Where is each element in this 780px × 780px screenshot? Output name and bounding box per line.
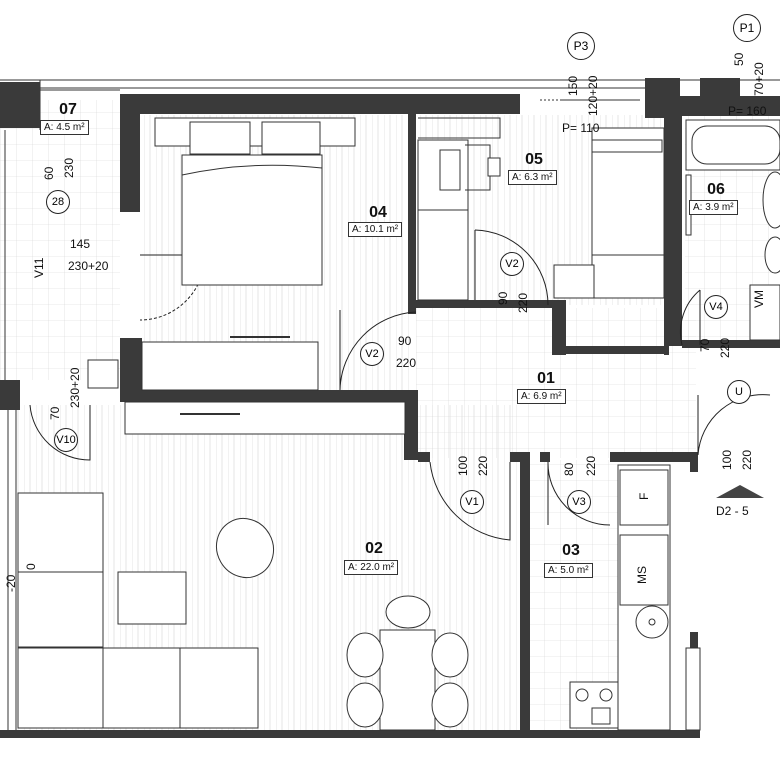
room-06-number: 06 <box>707 181 725 198</box>
door-u-tag: U <box>727 380 751 404</box>
door-v3-width: 80 <box>562 462 576 476</box>
room-06-area: A: 3.9 m² <box>689 200 738 215</box>
edge-dim-b: 0 <box>24 563 38 570</box>
door-v1-tag: V1 <box>460 490 484 514</box>
room-05-number: 05 <box>525 151 543 168</box>
door-v2-room04-tag: V2 <box>360 342 384 366</box>
room-05-area: A: 6.3 m² <box>508 170 557 185</box>
bedroom-furniture <box>124 117 406 435</box>
bathroom-fixtures <box>685 119 780 341</box>
door-v1-width: 100 <box>456 455 470 476</box>
window-p1-height: 70+20 <box>752 62 766 96</box>
room-01-number: 01 <box>537 370 555 387</box>
fridge-label: F <box>637 492 651 500</box>
window-v11-tag: V11 <box>32 257 46 278</box>
living-furniture <box>17 492 469 731</box>
room-04-number: 04 <box>369 204 387 221</box>
door-v10-height: 230+20 <box>68 367 82 408</box>
door-v2-room05-width: 90 <box>496 291 510 305</box>
room-02-area: A: 22.0 m² <box>344 560 399 575</box>
door-v4-tag: V4 <box>704 295 728 319</box>
door-28-tag: 28 <box>46 190 70 214</box>
room-02-number: 02 <box>365 540 383 557</box>
door-v2-room04-width: 90 <box>398 334 412 348</box>
kitchen-units <box>569 464 701 731</box>
door-v3-tag: V3 <box>567 490 591 514</box>
door-v1-height: 220 <box>476 455 490 476</box>
window-p3-width: 150 <box>566 75 580 96</box>
door-v4-width: 70 <box>698 338 712 352</box>
window-p3-sill: P= 110 <box>562 121 600 135</box>
door-v2-room05-height: 220 <box>516 292 530 313</box>
room-07-number: 07 <box>59 101 77 118</box>
window-p3-height: 120+20 <box>586 75 600 116</box>
window-p1-width: 50 <box>732 52 746 66</box>
room-04-area: A: 10.1 m² <box>348 222 403 237</box>
section-marker-label: D2 - 5 <box>716 504 749 518</box>
window-v11-width: 145 <box>70 237 91 251</box>
window-p1-tag: P1 <box>733 14 761 42</box>
door-v2-room05-tag: V2 <box>500 252 524 276</box>
door-v10-width: 70 <box>48 406 62 420</box>
door-u-height: 220 <box>740 449 754 470</box>
room-01-area: A: 6.9 m² <box>517 389 566 404</box>
door-v3-height: 220 <box>584 455 598 476</box>
door-v2-room04-height: 220 <box>396 356 417 370</box>
dishwasher-label: MS <box>635 566 649 584</box>
room-03-area: A: 5.0 m² <box>544 563 593 578</box>
washer-label: VM <box>752 290 766 308</box>
door-v10-tag: V10 <box>54 428 78 452</box>
door-28-width: 60 <box>42 166 56 180</box>
door-28-height: 230 <box>62 157 76 178</box>
window-p3-tag: P3 <box>567 32 595 60</box>
room05-furniture <box>417 127 665 301</box>
section-marker-arrow <box>716 485 764 498</box>
walls <box>0 78 780 738</box>
window-v11-height: 230+20 <box>68 259 109 273</box>
door-v4-height: 220 <box>718 337 732 358</box>
room-07-area: A: 4.5 m² <box>40 120 89 135</box>
edge-dim-a: -20 <box>4 574 18 592</box>
room-03-number: 03 <box>562 542 580 559</box>
door-u-width: 100 <box>720 449 734 470</box>
window-p1-sill: P= 160 <box>728 104 767 118</box>
